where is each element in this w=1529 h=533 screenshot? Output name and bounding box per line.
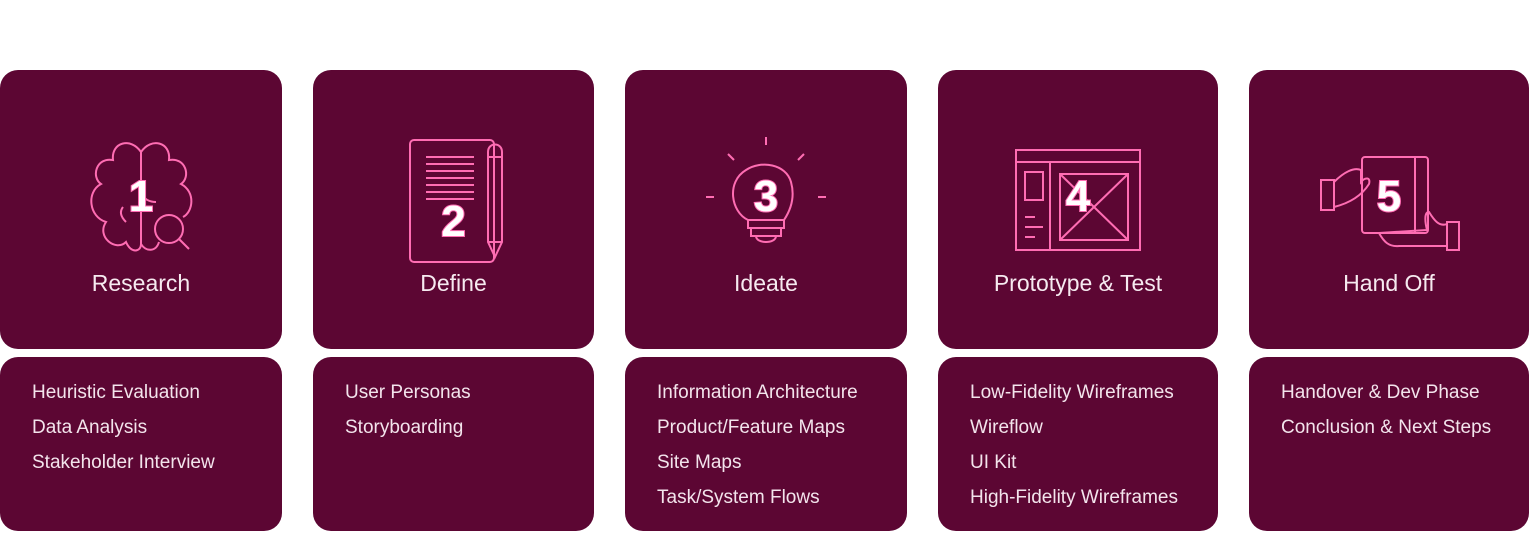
phase-title: Ideate	[734, 270, 798, 296]
list-item: Wireflow	[970, 417, 1043, 438]
phase-card-research: 1 Research	[0, 70, 282, 349]
brain-magnifier-icon: 1	[71, 132, 211, 262]
list-item: Heuristic Evaluation	[32, 382, 200, 403]
list-item: UI Kit	[970, 452, 1017, 473]
phase-title: Define	[420, 270, 487, 296]
handover-icon: 5	[1319, 132, 1460, 262]
phase-number: 4	[1065, 171, 1091, 222]
phase-card-ideate: 3 Ideate	[625, 70, 907, 349]
phase-card-define: 2 Define	[313, 70, 594, 349]
phase-number: 1	[128, 171, 154, 222]
wireframe-icon: 4	[1008, 132, 1148, 262]
phase-title: Hand Off	[1343, 270, 1435, 296]
phase-card-prototype-test: 4 Prototype & Test	[938, 70, 1218, 349]
phase-number: 3	[753, 171, 779, 222]
phase-activities-research: Heuristic Evaluation Data Analysis Stake…	[0, 357, 282, 531]
list-item: Stakeholder Interview	[32, 452, 215, 473]
lightbulb-icon: 3	[696, 132, 836, 262]
list-item: High-Fidelity Wireframes	[970, 487, 1178, 508]
phase-number: 5	[1376, 171, 1402, 222]
phase-number: 2	[440, 196, 466, 247]
list-item: Product/Feature Maps	[657, 417, 845, 438]
phase-title: Research	[91, 270, 191, 296]
phase-card-hand-off: 5 Hand Off	[1249, 70, 1529, 349]
list-item: User Personas	[345, 382, 471, 403]
phase-activities-prototype-test: Low-Fidelity Wireframes Wireflow UI Kit …	[938, 357, 1218, 531]
list-item: Conclusion & Next Steps	[1281, 417, 1492, 438]
list-item: Information Architecture	[657, 382, 858, 403]
phase-activities-define: User Personas Storyboarding	[313, 357, 594, 531]
list-item: Storyboarding	[345, 417, 464, 438]
list-item: Site Maps	[657, 452, 742, 473]
list-item: Data Analysis	[32, 417, 148, 438]
phase-activities-ideate: Information Architecture Product/Feature…	[625, 357, 907, 531]
list-item: Task/System Flows	[657, 487, 820, 508]
phase-title: Prototype & Test	[993, 270, 1163, 296]
phase-activities-hand-off: Handover & Dev Phase Conclusion & Next S…	[1249, 357, 1529, 531]
document-pencil-icon: 2	[384, 132, 524, 263]
list-item: Low-Fidelity Wireframes	[970, 382, 1174, 403]
list-item: Handover & Dev Phase	[1281, 382, 1480, 403]
